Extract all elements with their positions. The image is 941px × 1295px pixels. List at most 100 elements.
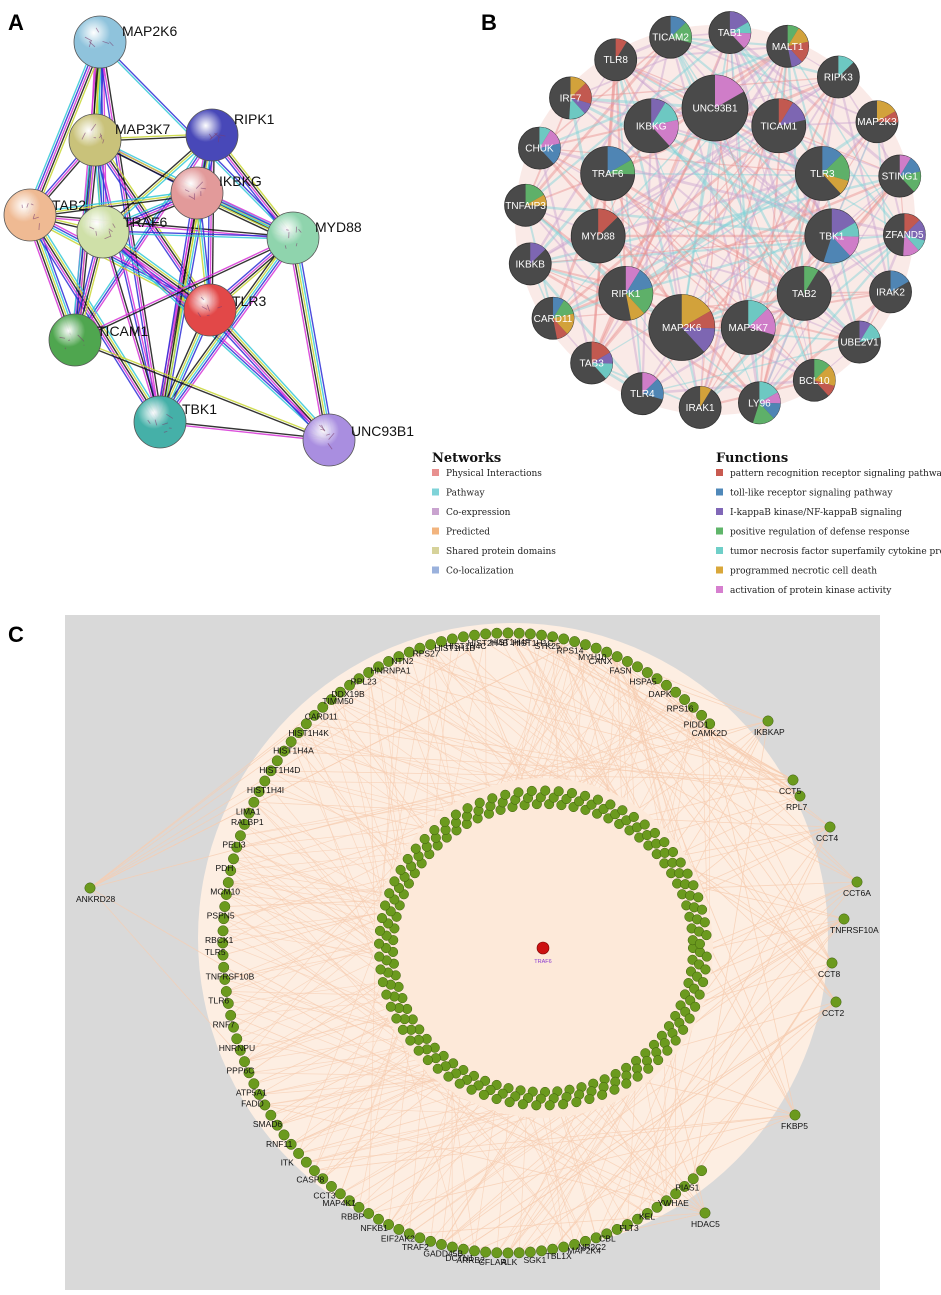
outer-ring-node	[579, 1235, 591, 1247]
node-function-wedge	[553, 318, 568, 339]
node-tbk1	[133, 395, 187, 449]
node-structure-line	[219, 134, 226, 137]
outer-ring-node	[789, 1109, 801, 1121]
panel-b-edge	[650, 125, 805, 294]
node-function-wedge	[591, 341, 610, 363]
panel-a-edge	[103, 230, 294, 238]
label-alk: ALK	[501, 1257, 517, 1267]
panel-b-edge	[650, 124, 833, 238]
node-myd88	[266, 211, 320, 265]
panel-c-edge	[709, 723, 796, 1116]
inner-ring-node	[439, 816, 450, 827]
outer-ring-node	[435, 1238, 447, 1250]
inner-ring-node	[694, 938, 705, 949]
node-label-tab1: TAB1	[718, 28, 743, 39]
inner-ring-node	[385, 1001, 396, 1012]
panel-c-edge	[430, 1115, 538, 1242]
node-function-wedge	[759, 381, 778, 403]
node-structure-ikbkg	[184, 181, 206, 200]
label-smad6: SMAD6	[253, 1119, 283, 1129]
legend-swatch-shared-protein-domains	[432, 547, 439, 554]
panel-a-edge	[101, 233, 328, 443]
node-structure-line	[88, 40, 92, 48]
outer-ring-node	[611, 651, 623, 663]
node-map3k7	[68, 113, 122, 167]
label-rps14: RPS14	[557, 646, 584, 656]
label-fkbp5: FKBP5	[781, 1121, 808, 1131]
outer-ring-node	[435, 636, 447, 648]
inner-ring-node	[700, 964, 711, 975]
inner-ring-node	[389, 876, 400, 887]
legend-item-physical-interactions: Physical Interactions	[446, 469, 542, 479]
outer-ring-node	[601, 1228, 613, 1240]
panel-a-edge	[74, 340, 329, 442]
inner-ring-node	[540, 785, 551, 796]
outer-ring-node	[547, 1243, 559, 1255]
outer-ring-node	[300, 718, 312, 730]
panel-a-edge	[29, 190, 197, 214]
panel-a-edge	[29, 41, 101, 216]
node-structure-line	[197, 312, 202, 317]
node-function-wedge	[598, 208, 618, 236]
node-structure-line	[217, 306, 223, 309]
outer-ring-node	[219, 973, 231, 985]
label-fadd: FADD	[241, 1098, 264, 1108]
label-ddx19b: DDX19B	[332, 689, 365, 699]
label-dctn1: DCTN1	[445, 1253, 474, 1263]
panel-a-edge	[31, 42, 103, 217]
panel-b-edge	[699, 233, 906, 409]
outer-ring-node	[253, 1089, 265, 1100]
panel-a-edge	[30, 194, 198, 218]
node-function-wedge	[859, 321, 871, 343]
node-label-sting1: STING1	[882, 172, 919, 183]
inner-ring-node	[592, 794, 603, 805]
label-fasn: FASN	[609, 665, 631, 675]
panel-c-edge	[606, 652, 796, 1116]
outer-ring-node	[344, 1195, 356, 1207]
panel-b-edge	[538, 36, 672, 149]
legend-swatch-positive-regulation-of-defense-response	[716, 527, 723, 535]
outer-ring-node	[239, 818, 250, 830]
label-hnrnpa1: HNRNPA1	[371, 665, 411, 675]
inner-ring-node	[617, 805, 628, 816]
outer-ring-node	[383, 1219, 395, 1230]
node-label-map2k6: MAP2K6	[662, 323, 702, 334]
outer-ring-node	[325, 694, 337, 706]
node-function-wedge	[525, 184, 544, 206]
node-traf6	[76, 205, 130, 259]
node-label-ly96: LY96	[748, 398, 771, 409]
legend-swatch-co-expression	[432, 508, 439, 515]
node-function-wedge	[823, 235, 851, 263]
node-function-wedge	[822, 173, 849, 194]
panel-c-edge	[233, 1026, 496, 1110]
panel-c-edge	[466, 1097, 658, 1208]
panel-a-edge	[72, 133, 211, 340]
panel-c-edge	[314, 714, 801, 797]
label-pspn5: PSPN5	[207, 911, 235, 921]
node-structure-line	[326, 433, 331, 436]
panel-b-edge	[606, 172, 750, 329]
inner-ring-node	[667, 846, 679, 858]
panel-c-edge	[515, 636, 553, 783]
inner-ring-node	[466, 1084, 477, 1095]
panel-c-edge	[331, 699, 612, 795]
panel-b-edge	[625, 45, 789, 294]
panel-c-edge	[463, 636, 521, 782]
outer-ring-node	[611, 1223, 623, 1235]
panel-a-edge	[209, 309, 330, 441]
panel-b-edge	[625, 172, 823, 294]
node-structure-line	[154, 419, 158, 426]
legend-swatch-physical-interactions	[432, 469, 439, 476]
panel-c-edge	[574, 641, 858, 883]
panel-c-edge	[314, 1114, 796, 1172]
label-canx: CANX	[589, 656, 613, 666]
label-cct4: CCT4	[816, 833, 838, 843]
panel-c-edge	[240, 800, 463, 837]
outer-ring-node	[632, 1213, 643, 1225]
outer-ring-node	[699, 1207, 711, 1219]
panel-b-edge	[615, 59, 905, 236]
node-structure-line	[286, 229, 289, 231]
node-function-wedge	[831, 222, 859, 237]
outer-ring-node	[579, 639, 591, 651]
node-function-wedge	[525, 194, 547, 206]
